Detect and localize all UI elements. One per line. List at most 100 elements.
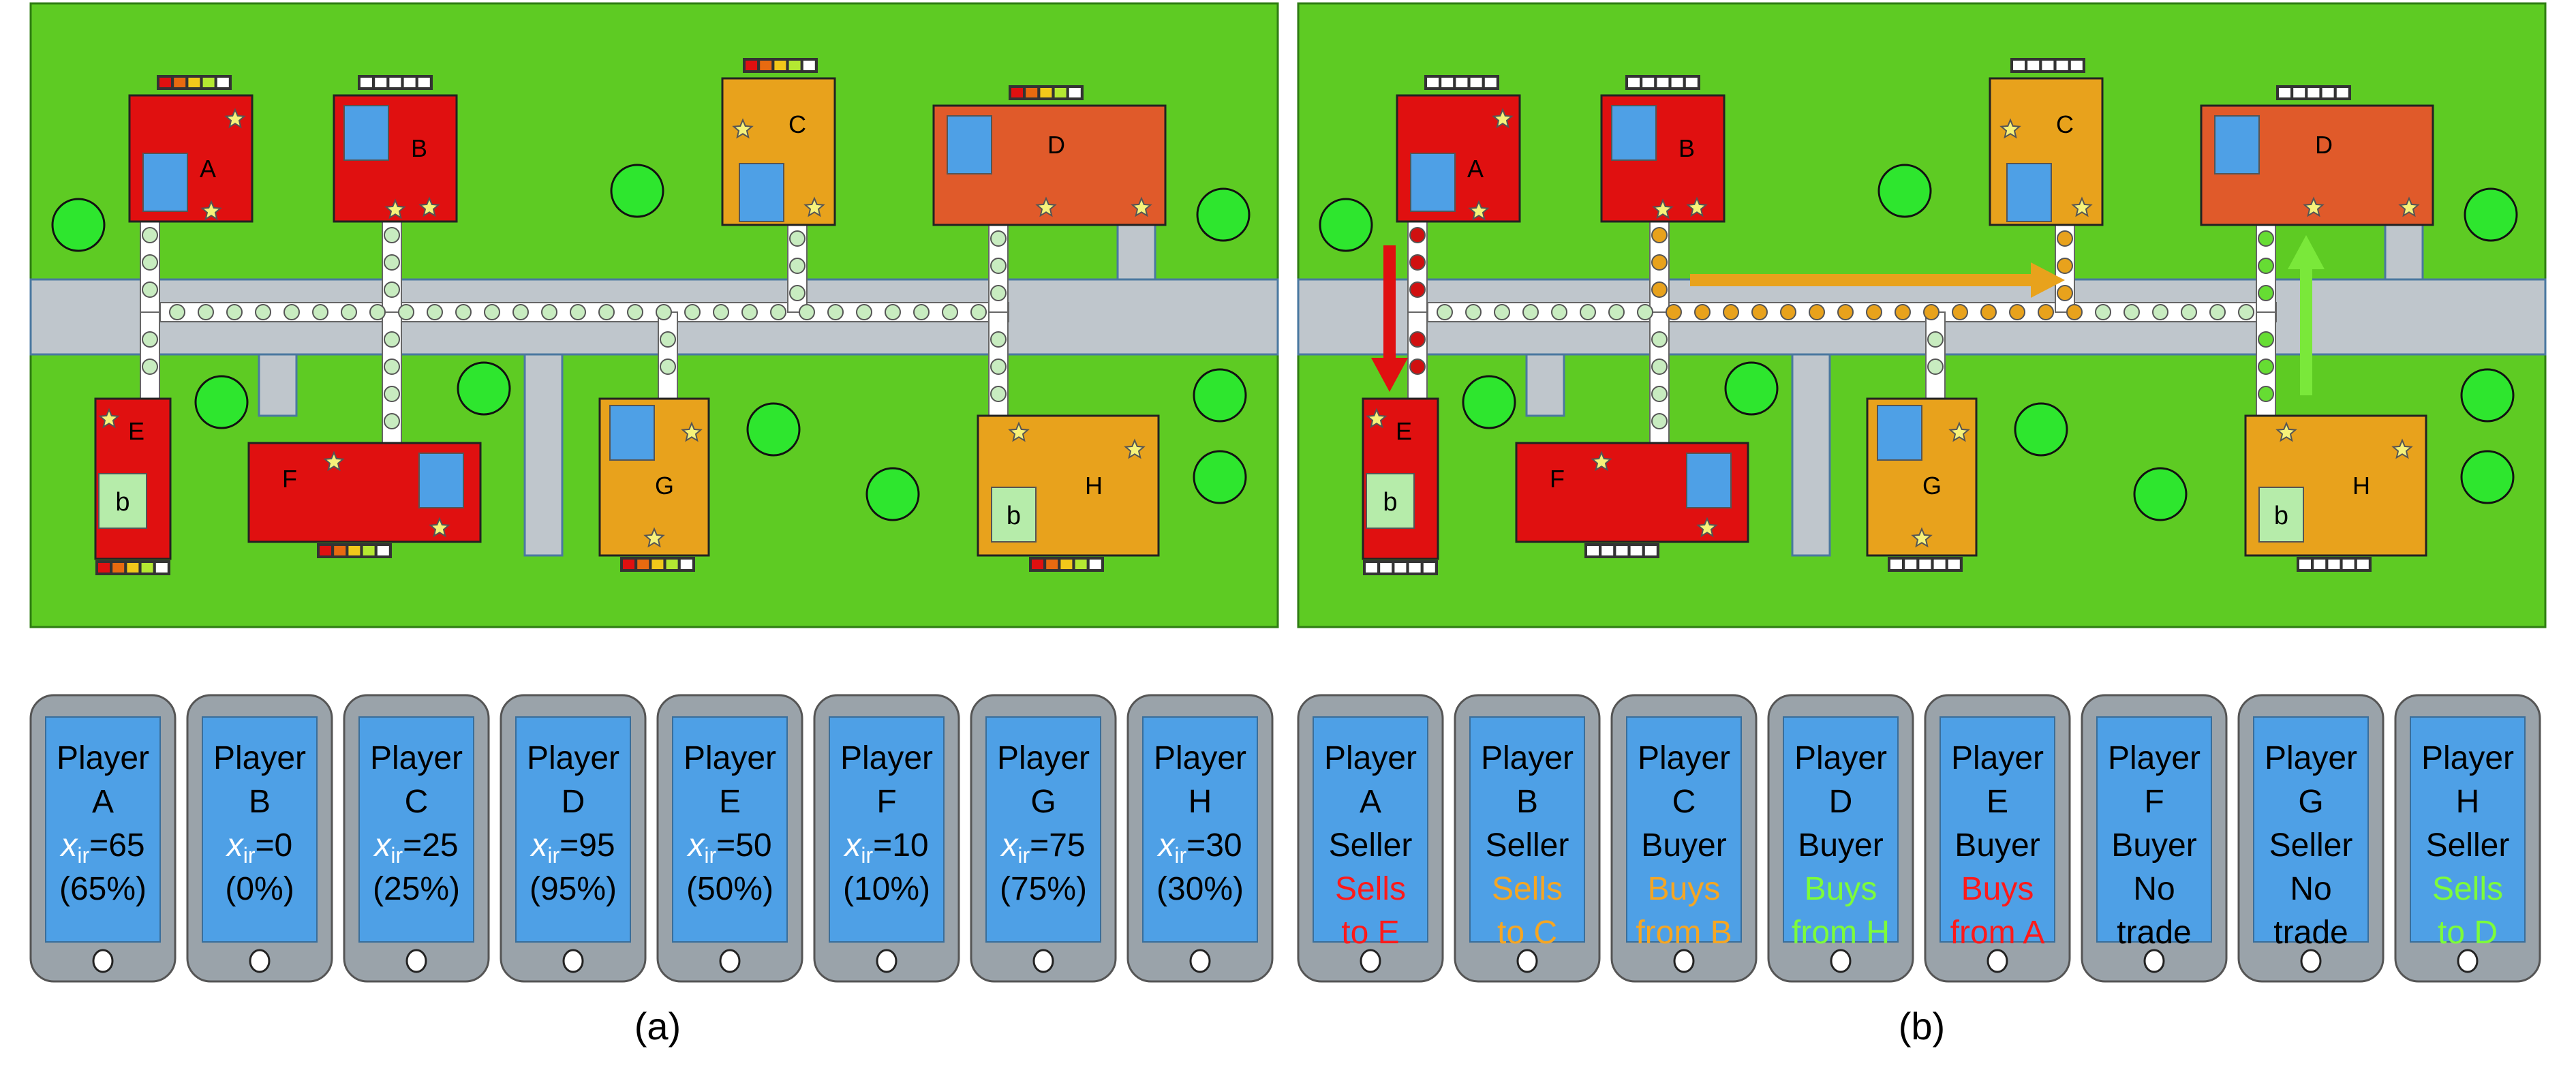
house-c: C xyxy=(721,58,836,226)
power-connector xyxy=(1407,311,1428,399)
energy-dot xyxy=(2258,386,2274,402)
home-button-icon xyxy=(1987,949,2008,973)
energy-dot xyxy=(2238,304,2254,320)
house-label: B xyxy=(1678,134,1695,162)
energy-dot xyxy=(2057,285,2073,301)
phone-line: Buyer xyxy=(1954,827,2040,864)
energy-dot xyxy=(2038,304,2054,320)
power-connector xyxy=(1925,311,1946,399)
home-battery-icon xyxy=(2258,487,2304,543)
phone-line: A xyxy=(92,784,114,820)
phone-screen xyxy=(672,716,788,943)
energy-dot xyxy=(1666,304,1682,320)
house-label: D xyxy=(1047,131,1065,159)
solar-panel-icon xyxy=(1911,527,1933,548)
home-button-icon xyxy=(1032,949,1054,973)
house-window xyxy=(947,115,992,174)
tree-icon xyxy=(2014,402,2068,457)
power-connector xyxy=(658,311,678,399)
solar-panel-icon xyxy=(1131,196,1152,217)
house-label: G xyxy=(655,472,674,500)
energy-dot xyxy=(990,285,1007,301)
phone-percent: (25%) xyxy=(373,871,460,907)
house-c: C xyxy=(1989,58,2104,226)
solar-panel-icon xyxy=(1686,196,1708,217)
tree-icon xyxy=(1196,187,1251,242)
phone-line: E xyxy=(719,784,741,820)
battery-meter-icon xyxy=(2297,557,2372,572)
house-d: D xyxy=(932,85,1167,226)
energy-dot xyxy=(1437,304,1453,320)
battery-label: b xyxy=(1007,502,1021,530)
home-battery-icon xyxy=(1366,473,1415,529)
energy-dot xyxy=(384,281,400,298)
home-battery-icon xyxy=(98,473,147,529)
phone-line: Buyer xyxy=(1641,827,1726,864)
energy-dot xyxy=(384,331,400,348)
energy-dot xyxy=(942,304,958,320)
energy-dot xyxy=(384,413,400,429)
tree-icon xyxy=(2460,368,2515,423)
caption-a: (a) xyxy=(634,1005,681,1048)
tree-icon xyxy=(51,198,106,252)
energy-dot xyxy=(990,386,1007,402)
phone-status: trade xyxy=(2117,915,2191,951)
house-h: bH xyxy=(2244,414,2427,572)
house-h: bH xyxy=(977,414,1160,572)
house-label: G xyxy=(1922,472,1942,500)
battery-meter-icon xyxy=(95,560,170,575)
energy-dot xyxy=(885,304,901,320)
battery-label: b xyxy=(1383,488,1397,517)
solar-panel-icon xyxy=(1652,198,1674,219)
battery-meter-icon xyxy=(1424,75,1499,90)
energy-dot xyxy=(369,304,386,320)
phone-screen xyxy=(985,716,1101,943)
home-button-icon xyxy=(2457,949,2479,973)
energy-dot xyxy=(142,358,158,375)
phone-line: Player xyxy=(1951,740,2044,776)
solar-panel-icon xyxy=(803,196,825,217)
phone-line: Seller xyxy=(1329,827,1413,864)
phone-line: Player xyxy=(57,740,149,776)
energy-dot xyxy=(384,358,400,375)
solar-panel-icon xyxy=(224,108,246,129)
phone-line: H xyxy=(2456,784,2480,820)
energy-dot xyxy=(990,258,1007,274)
energy-dot xyxy=(384,227,400,243)
solar-panel-icon xyxy=(643,527,665,548)
phone-line: C xyxy=(405,784,429,820)
side-street xyxy=(2384,224,2424,281)
house-label: D xyxy=(2315,131,2333,159)
solar-panel-icon xyxy=(1591,451,1612,472)
solar-panel-icon xyxy=(2391,438,2413,459)
energy-dot xyxy=(1723,304,1739,320)
battery-meter-icon xyxy=(157,75,232,90)
energy-dot xyxy=(789,258,806,274)
energy-dot xyxy=(1809,304,1825,320)
house-window xyxy=(2006,163,2052,222)
house-label: F xyxy=(1550,465,1565,493)
energy-dot xyxy=(1551,304,1567,320)
energy-dot xyxy=(1780,304,1796,320)
battery-meter-icon xyxy=(743,58,818,73)
battery-meter-icon xyxy=(2010,58,2085,73)
house-label: E xyxy=(128,417,144,445)
phone-percent: (30%) xyxy=(1156,871,1244,907)
battery-meter-icon xyxy=(1584,543,1659,558)
energy-dot xyxy=(384,386,400,402)
solar-panel-icon xyxy=(2303,196,2325,217)
house-b: B xyxy=(333,75,458,223)
energy-dot xyxy=(598,304,615,320)
energy-dot xyxy=(789,285,806,301)
energy-dot xyxy=(990,331,1007,348)
phone-line: Player xyxy=(527,740,619,776)
phone-variable: xir=0 xyxy=(226,827,293,868)
battery-meter-icon xyxy=(1009,85,1084,100)
phone-percent: (65%) xyxy=(59,871,147,907)
solar-panel-icon xyxy=(1948,421,1970,442)
energy-dot xyxy=(627,304,643,320)
